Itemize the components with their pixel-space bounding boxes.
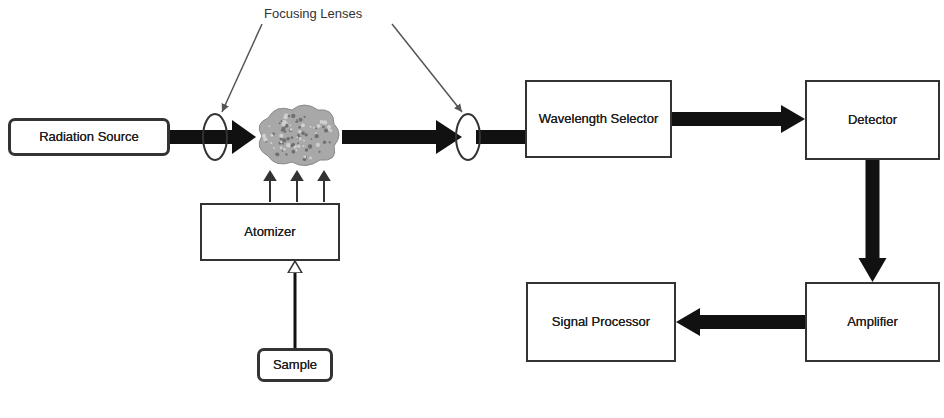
box-label: Sample: [273, 357, 317, 373]
leader-line: [222, 24, 262, 112]
process-box: Atomizer: [200, 203, 340, 261]
box-label: Amplifier: [847, 314, 898, 330]
flow-arrow: [700, 315, 805, 329]
box-label: Signal Processor: [552, 314, 650, 330]
process-box: Detector: [805, 80, 940, 160]
process-box: Amplifier: [805, 282, 940, 362]
flow-arrow: [672, 112, 781, 126]
part-label: Focusing Lenses: [262, 6, 364, 21]
vapor-arrows: [265, 172, 329, 202]
flow-arrow: [294, 273, 297, 348]
light-beam: [170, 120, 256, 154]
process-box: Wavelength Selector: [525, 80, 672, 158]
box-label: Detector: [848, 112, 897, 128]
box-label: Wavelength Selector: [539, 111, 658, 127]
box-label: Atomizer: [244, 224, 295, 240]
light-beam: [342, 120, 525, 154]
process-box: Signal Processor: [526, 282, 676, 362]
leader-line: [392, 24, 462, 112]
focusing-lens: [456, 114, 480, 160]
box-label: Radiation Source: [39, 129, 139, 145]
sample-box: Sample: [257, 348, 333, 382]
source-box: Radiation Source: [8, 118, 170, 156]
atom-cloud: [259, 105, 339, 166]
flow-arrow: [866, 160, 880, 258]
focusing-lens: [203, 114, 227, 160]
